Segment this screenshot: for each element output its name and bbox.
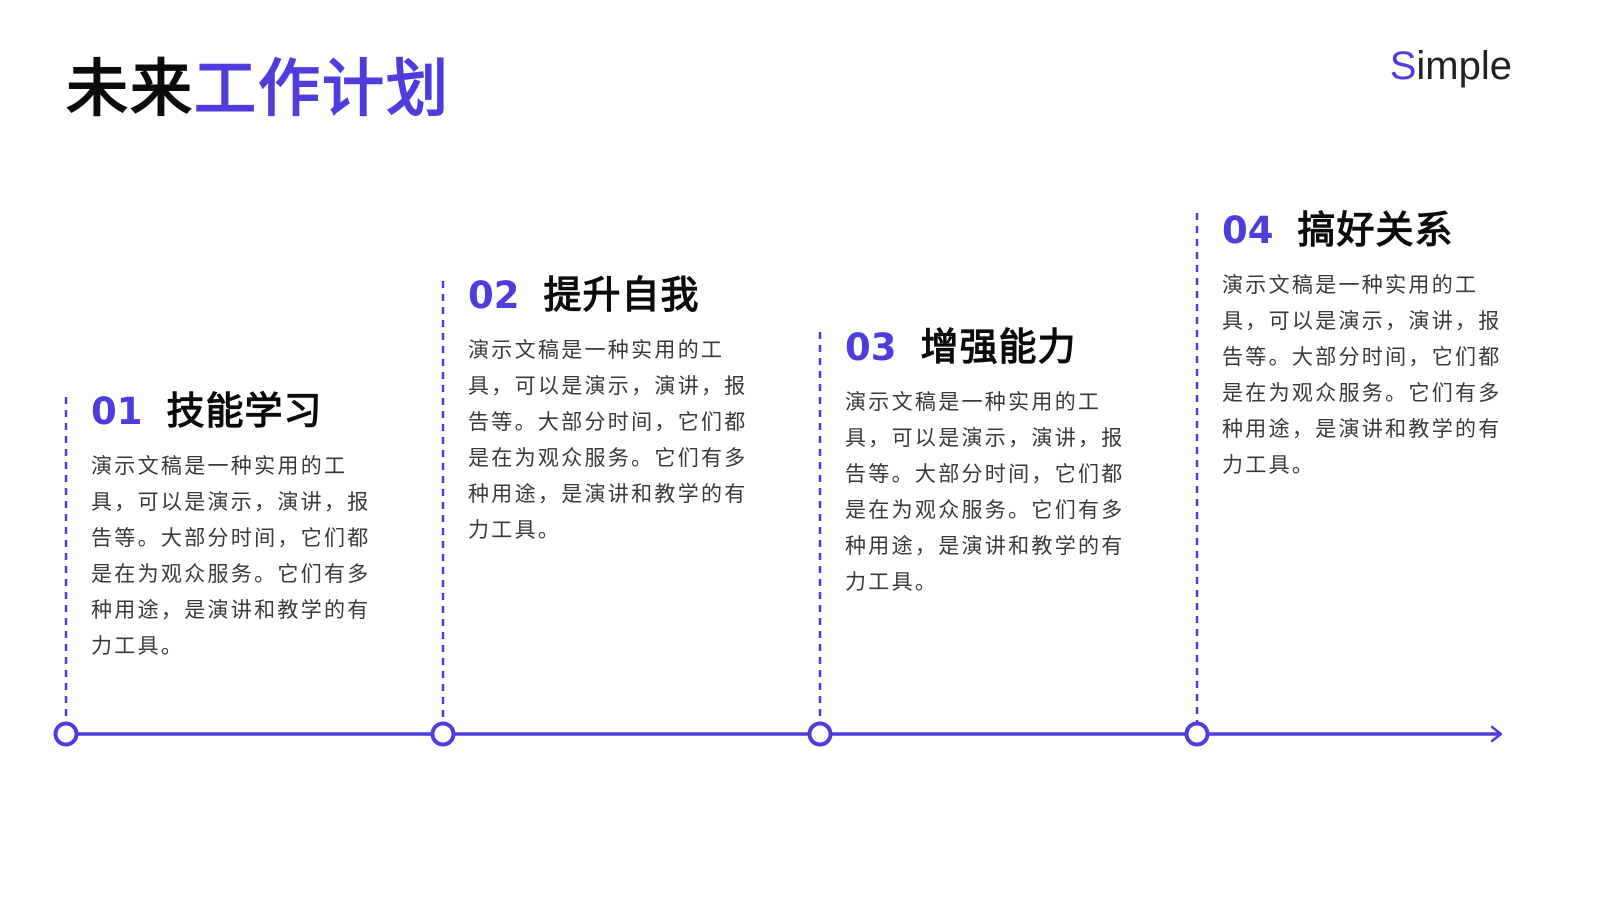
timeline-arrow-icon <box>1490 725 1503 743</box>
step-number: 03 <box>845 326 897 369</box>
brand-logo: Simple <box>1390 46 1512 86</box>
brand-initial: S <box>1389 44 1417 88</box>
step-number: 04 <box>1222 209 1274 252</box>
step-header: 03 增强能力 <box>845 328 1135 366</box>
step-header: 01 技能学习 <box>91 392 381 430</box>
page-title: 未来工作计划 <box>66 58 450 120</box>
step-heading: 提升自我 <box>543 273 700 317</box>
step-card-2: 02 提升自我 演示文稿是一种实用的工具，可以是演示，演讲，报告等。大部分时间，… <box>468 276 758 548</box>
step-description: 演示文稿是一种实用的工具，可以是演示，演讲，报告等。大部分时间，它们都是在为观众… <box>468 338 748 542</box>
step-number: 01 <box>91 390 143 433</box>
title-black-part: 未来 <box>66 52 195 125</box>
step-header: 04 搞好关系 <box>1222 211 1512 249</box>
step-header: 02 提升自我 <box>468 276 758 314</box>
step-description: 演示文稿是一种实用的工具，可以是演示，演讲，报告等。大部分时间，它们都是在为观众… <box>91 454 371 658</box>
title-accent-part: 工作计划 <box>194 52 451 125</box>
step-card-1: 01 技能学习 演示文稿是一种实用的工具，可以是演示，演讲，报告等。大部分时间，… <box>91 392 381 664</box>
step-description: 演示文稿是一种实用的工具，可以是演示，演讲，报告等。大部分时间，它们都是在为观众… <box>1222 273 1502 477</box>
step-number: 02 <box>468 274 520 317</box>
step-card-3: 03 增强能力 演示文稿是一种实用的工具，可以是演示，演讲，报告等。大部分时间，… <box>845 328 1135 600</box>
brand-rest: imple <box>1416 44 1512 88</box>
step-heading: 搞好关系 <box>1297 208 1454 252</box>
step-description: 演示文稿是一种实用的工具，可以是演示，演讲，报告等。大部分时间，它们都是在为观众… <box>845 390 1125 594</box>
timeline-node-4 <box>1184 721 1210 747</box>
timeline-node-3 <box>807 721 833 747</box>
timeline-node-1 <box>53 721 79 747</box>
step-heading: 技能学习 <box>166 389 323 433</box>
timeline-node-2 <box>430 721 456 747</box>
step-card-4: 04 搞好关系 演示文稿是一种实用的工具，可以是演示，演讲，报告等。大部分时间，… <box>1222 211 1512 483</box>
step-heading: 增强能力 <box>920 325 1077 369</box>
